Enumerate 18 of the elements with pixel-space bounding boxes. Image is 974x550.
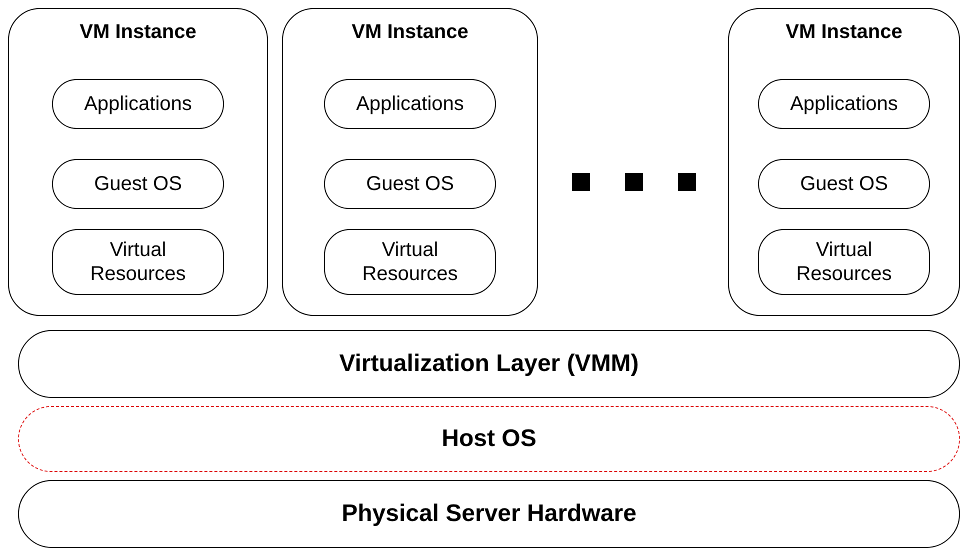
vm-title: VM Instance — [784, 21, 904, 44]
software-layer-pill: Guest OS — [52, 159, 224, 209]
vm-title: VM Instance — [78, 21, 198, 44]
vm-instance-panel — [728, 8, 960, 316]
vm-instance-panel — [282, 8, 538, 316]
software-layer-pill: Applications — [324, 79, 496, 129]
vm-title: VM Instance — [350, 21, 470, 44]
software-layer-pill: Virtual Resources — [324, 229, 496, 295]
software-layer-pill: Virtual Resources — [52, 229, 224, 295]
layer-band: Virtualization Layer (VMM) — [18, 330, 960, 398]
software-layer-pill: Guest OS — [324, 159, 496, 209]
layer-band: Physical Server Hardware — [18, 480, 960, 548]
vm-instance-panel — [8, 8, 268, 316]
layer-band: Host OS — [18, 406, 960, 472]
software-layer-pill: Applications — [758, 79, 930, 129]
software-layer-pill: Guest OS — [758, 159, 930, 209]
software-layer-pill: Virtual Resources — [758, 229, 930, 295]
software-layer-pill: Applications — [52, 79, 224, 129]
